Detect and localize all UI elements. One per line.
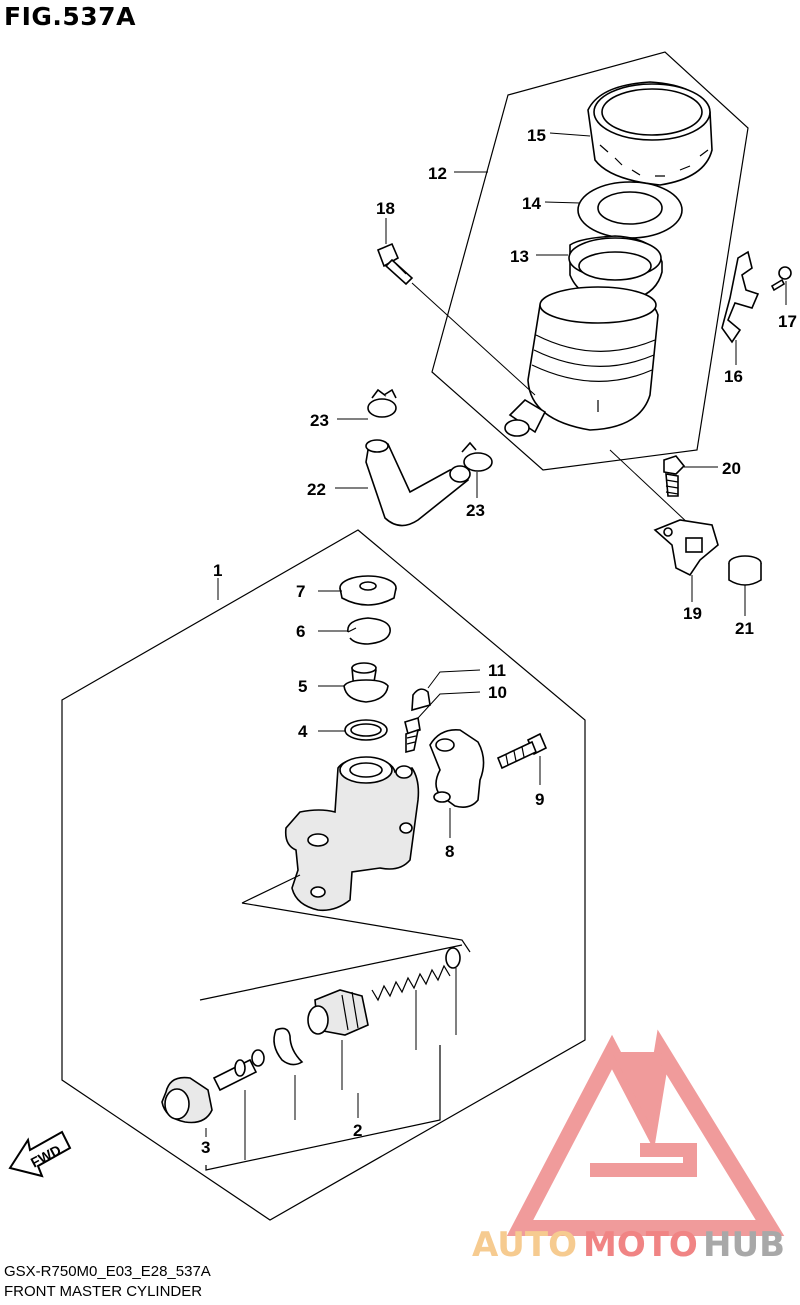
callout-22: 22 — [307, 480, 326, 499]
axis-line-bracket19 — [609, 449, 691, 526]
callout-12: 12 — [428, 164, 447, 183]
master-cylinder-group-outline — [61, 529, 586, 1221]
watermark-moto: MOTO — [583, 1225, 698, 1265]
callout-8: 8 — [445, 842, 454, 861]
callout-2: 2 — [353, 1121, 362, 1140]
figure-name: FRONT MASTER CYLINDER — [4, 1283, 203, 1300]
reservoir-hose[interactable] — [365, 439, 471, 527]
callout-1: 1 — [213, 561, 222, 580]
bolt-20[interactable] — [663, 455, 686, 497]
watermark-auto: AUTO — [472, 1225, 577, 1265]
connector-5[interactable] — [343, 662, 389, 703]
axis-line-bolt18 — [411, 282, 536, 396]
bolt-9[interactable] — [496, 732, 548, 770]
callout-9: 9 — [535, 790, 544, 809]
return-spring[interactable] — [371, 947, 461, 1002]
boot-cover[interactable] — [339, 575, 397, 606]
leader-lines — [205, 132, 787, 1137]
callout-17: 17 — [778, 312, 797, 331]
fwd-arrow: FWD — [8, 1130, 72, 1178]
holder-8[interactable] — [429, 728, 485, 808]
circlip-6[interactable] — [347, 617, 391, 645]
hose-clamp-lower[interactable] — [461, 441, 493, 472]
piston-axis-lines — [241, 874, 471, 953]
secondary-cup[interactable] — [273, 1027, 304, 1066]
push-rod[interactable] — [212, 1049, 265, 1092]
dust-boot[interactable] — [161, 1076, 213, 1124]
figure-code: GSX-R750M0_E03_E28_537A — [4, 1263, 211, 1280]
callout-13: 13 — [510, 247, 529, 266]
callout-16: 16 — [724, 367, 743, 386]
reservoir-group-outline — [431, 51, 749, 471]
bleeder-valve[interactable] — [404, 716, 421, 754]
callout-15: 15 — [527, 126, 546, 145]
watermark-logo: AUTO MOTO HUB — [472, 1029, 785, 1265]
hose-clamp-upper[interactable] — [367, 388, 397, 418]
reservoir-body[interactable] — [504, 286, 659, 437]
callout-6: 6 — [296, 622, 305, 641]
callout-10: 10 — [488, 683, 507, 702]
watermark-hub: HUB — [703, 1225, 785, 1265]
bracket-16[interactable] — [721, 250, 760, 344]
callout-23-upper: 23 — [310, 411, 329, 430]
bracket-19[interactable] — [653, 519, 719, 577]
diaphragm-plate[interactable] — [577, 181, 683, 239]
callout-7: 7 — [296, 582, 305, 601]
figure-title: FIG.537A — [4, 2, 136, 31]
bleeder-cap[interactable] — [411, 688, 431, 712]
reservoir-cap[interactable] — [587, 81, 713, 186]
callout-20: 20 — [722, 459, 741, 478]
callout-19: 19 — [683, 604, 702, 623]
master-cylinder-body[interactable] — [284, 756, 420, 912]
primary-cup[interactable] — [307, 989, 369, 1036]
callout-3: 3 — [201, 1138, 210, 1157]
callout-4: 4 — [298, 722, 308, 741]
bolt-18[interactable] — [376, 242, 414, 286]
callout-11: 11 — [488, 661, 506, 680]
screw-17[interactable] — [770, 266, 792, 292]
collar-21[interactable] — [728, 555, 762, 586]
callout-23-lower: 23 — [466, 501, 485, 520]
callout-5: 5 — [298, 677, 307, 696]
callout-21: 21 — [735, 619, 754, 638]
callout-18: 18 — [376, 199, 395, 218]
callout-14: 14 — [522, 194, 541, 213]
